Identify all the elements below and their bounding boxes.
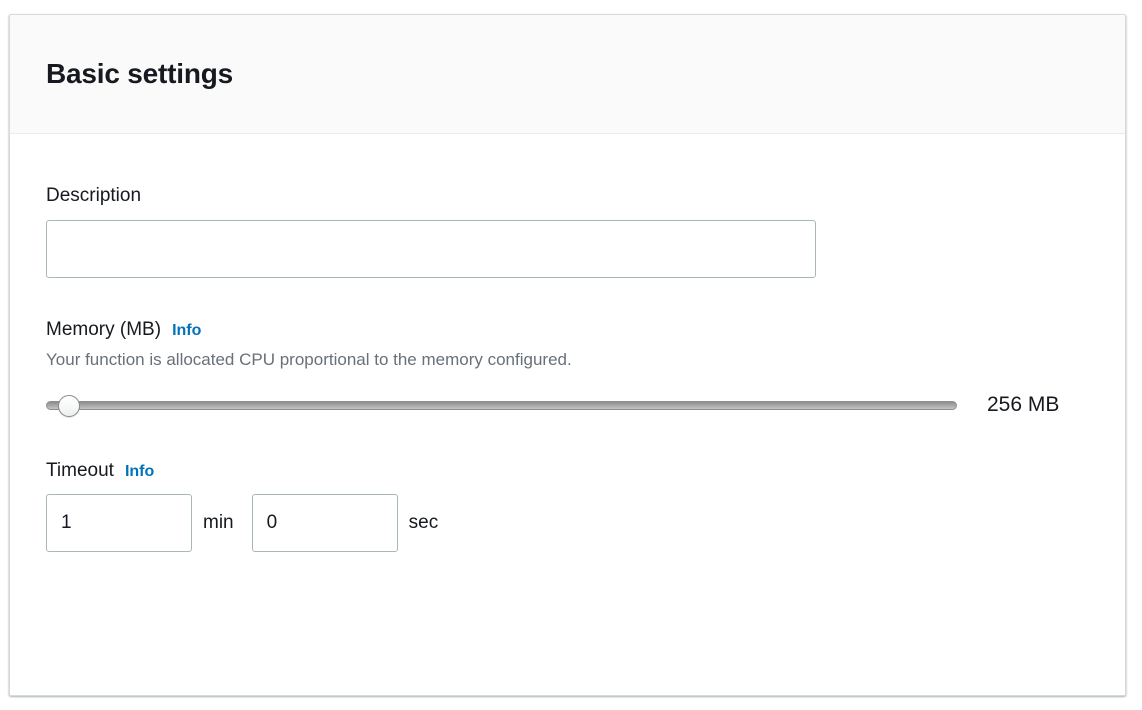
- timeout-seconds-input[interactable]: [251, 494, 398, 553]
- memory-form-group: Memory (MB) Info Your function is alloca…: [46, 318, 1089, 418]
- card-body: Description Memory (MB) Info Your functi…: [10, 134, 1125, 553]
- memory-value-display: 256 MB: [987, 393, 1060, 417]
- description-form-group: Description: [46, 184, 1089, 278]
- description-input[interactable]: [46, 219, 816, 278]
- timeout-label: Timeout Info: [46, 459, 1089, 483]
- timeout-inputs-row: min sec: [46, 494, 1089, 553]
- memory-slider[interactable]: [46, 393, 957, 418]
- timeout-form-group: Timeout Info min sec: [46, 459, 1089, 553]
- timeout-minutes-unit-label: min: [203, 512, 234, 534]
- memory-label-text: Memory (MB): [46, 318, 162, 340]
- timeout-info-link[interactable]: Info: [124, 463, 155, 481]
- memory-slider-wrap: [46, 393, 957, 418]
- memory-help-text: Your function is allocated CPU proportio…: [46, 349, 572, 369]
- timeout-minutes-input[interactable]: [46, 494, 192, 553]
- description-label: Description: [46, 184, 1089, 208]
- memory-label: Memory (MB) Info: [46, 318, 1089, 342]
- timeout-seconds-unit-label: sec: [408, 512, 439, 534]
- memory-slider-row: 256 MB: [46, 393, 1089, 418]
- card-header: Basic settings: [10, 15, 1125, 134]
- timeout-label-text: Timeout: [46, 460, 114, 482]
- memory-info-link[interactable]: Info: [172, 321, 202, 339]
- basic-settings-card: Basic settings Description Memory (MB) I…: [9, 14, 1126, 696]
- page-title: Basic settings: [46, 58, 234, 90]
- description-label-text: Description: [46, 185, 142, 206]
